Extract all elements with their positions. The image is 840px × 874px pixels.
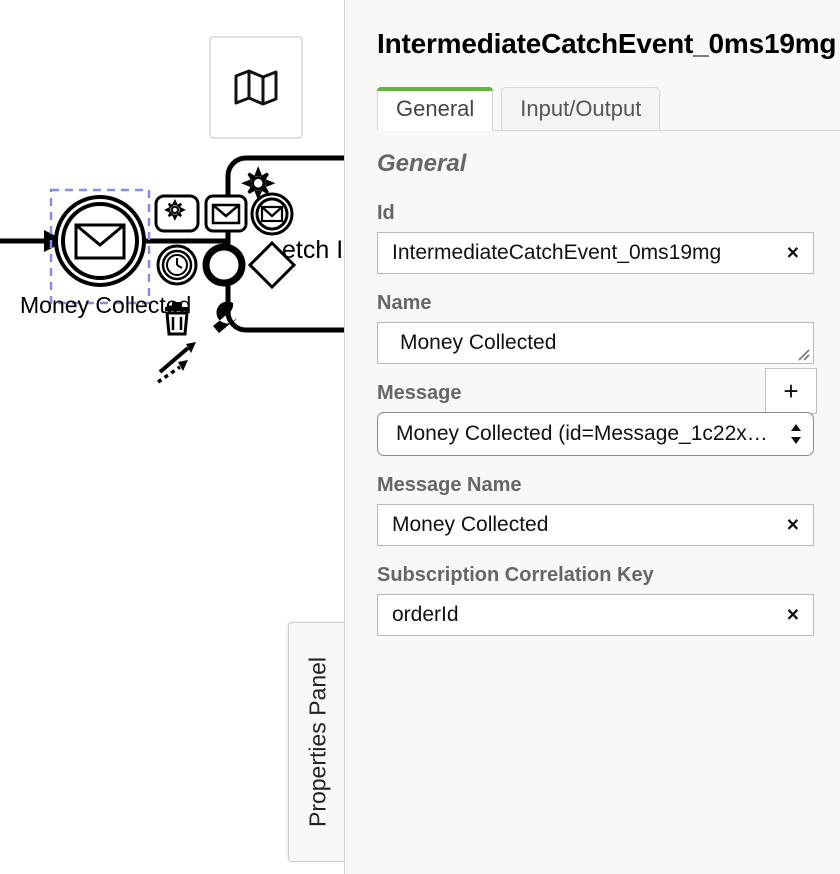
message-name-input-value: Money Collected (392, 513, 549, 536)
field-message-label: Message (377, 382, 462, 404)
id-input[interactable]: IntermediateCatchEvent_0ms19mg × (377, 232, 814, 274)
resize-grip-icon[interactable] (795, 346, 811, 362)
general-section: General Id IntermediateCatchEvent_0ms19m… (377, 150, 817, 654)
context-pad-append-message-task (204, 194, 248, 233)
panel-tab-bar: General Input/Output (377, 84, 840, 131)
id-input-value: IntermediateCatchEvent_0ms19mg (392, 241, 722, 264)
properties-panel: IntermediateCatchEvent_0ms19mg General I… (344, 0, 840, 874)
chevron-updown-icon (791, 424, 801, 444)
context-pad-append-gateway (247, 240, 297, 290)
service-task-label: etch Invoice (282, 236, 344, 264)
field-name-label: Name (377, 292, 432, 314)
context-pad-append-timer-intermediate-event (156, 244, 198, 286)
subscription-correlation-key-value: orderId (392, 603, 459, 626)
context-pad-append-message-intermediate-event (250, 192, 294, 236)
context-pad-change-type (213, 301, 237, 333)
bpmn-diagram: etch Invoice Money Collected (0, 155, 344, 384)
map-icon (234, 69, 278, 105)
tab-general-label: General (396, 96, 475, 121)
context-pad-connect (157, 342, 196, 384)
context-pad (154, 192, 297, 384)
properties-panel-tab[interactable]: Properties Panel (288, 622, 344, 862)
context-pad-append-end-event (202, 243, 246, 287)
subscription-correlation-key-input[interactable]: orderId × (377, 594, 814, 636)
field-subscription-correlation-key: Subscription Correlation Key orderId × (377, 564, 817, 636)
message-select-value: Money Collected (id=Message_1c22x… (396, 422, 768, 445)
add-message-button[interactable]: + (765, 368, 817, 414)
message-intermediate-catch-event (54, 195, 146, 287)
message-select[interactable]: Money Collected (id=Message_1c22x… (377, 412, 814, 456)
tab-general[interactable]: General (377, 87, 494, 131)
properties-panel-tab-label: Properties Panel (304, 656, 330, 828)
field-message-name: Message Name Money Collected × (377, 474, 817, 546)
page-title: IntermediateCatchEvent_0ms19mg (377, 28, 837, 59)
subscription-correlation-key-clear-icon[interactable]: × (786, 603, 799, 627)
selection-outline (49, 188, 151, 305)
name-textarea[interactable]: Money Collected (377, 322, 814, 364)
id-clear-icon[interactable]: × (786, 241, 799, 265)
context-pad-delete (165, 302, 189, 336)
message-name-clear-icon[interactable]: × (786, 513, 799, 537)
message-name-input[interactable]: Money Collected × (377, 504, 814, 546)
tab-input-output-label: Input/Output (520, 96, 642, 121)
group-heading-general: General (377, 150, 467, 177)
background-service-task: etch Invoice (225, 155, 344, 333)
field-id: Id IntermediateCatchEvent_0ms19mg × (377, 202, 817, 274)
field-id-label: Id (377, 202, 395, 224)
field-message: Message + Money Collected (id=Message_1c… (377, 368, 817, 456)
field-message-name-label: Message Name (377, 474, 522, 496)
field-name: Name Money Collected (377, 292, 817, 364)
field-subscription-correlation-key-label: Subscription Correlation Key (377, 564, 654, 586)
bpmn-canvas[interactable]: etch Invoice Money Collected (0, 0, 344, 874)
minimap-toggle-button[interactable] (209, 36, 303, 139)
tab-input-output[interactable]: Input/Output (501, 87, 661, 131)
name-textarea-value: Money Collected (400, 331, 557, 354)
event-label: Money Collected (20, 292, 191, 318)
context-pad-append-service-task (154, 194, 200, 233)
